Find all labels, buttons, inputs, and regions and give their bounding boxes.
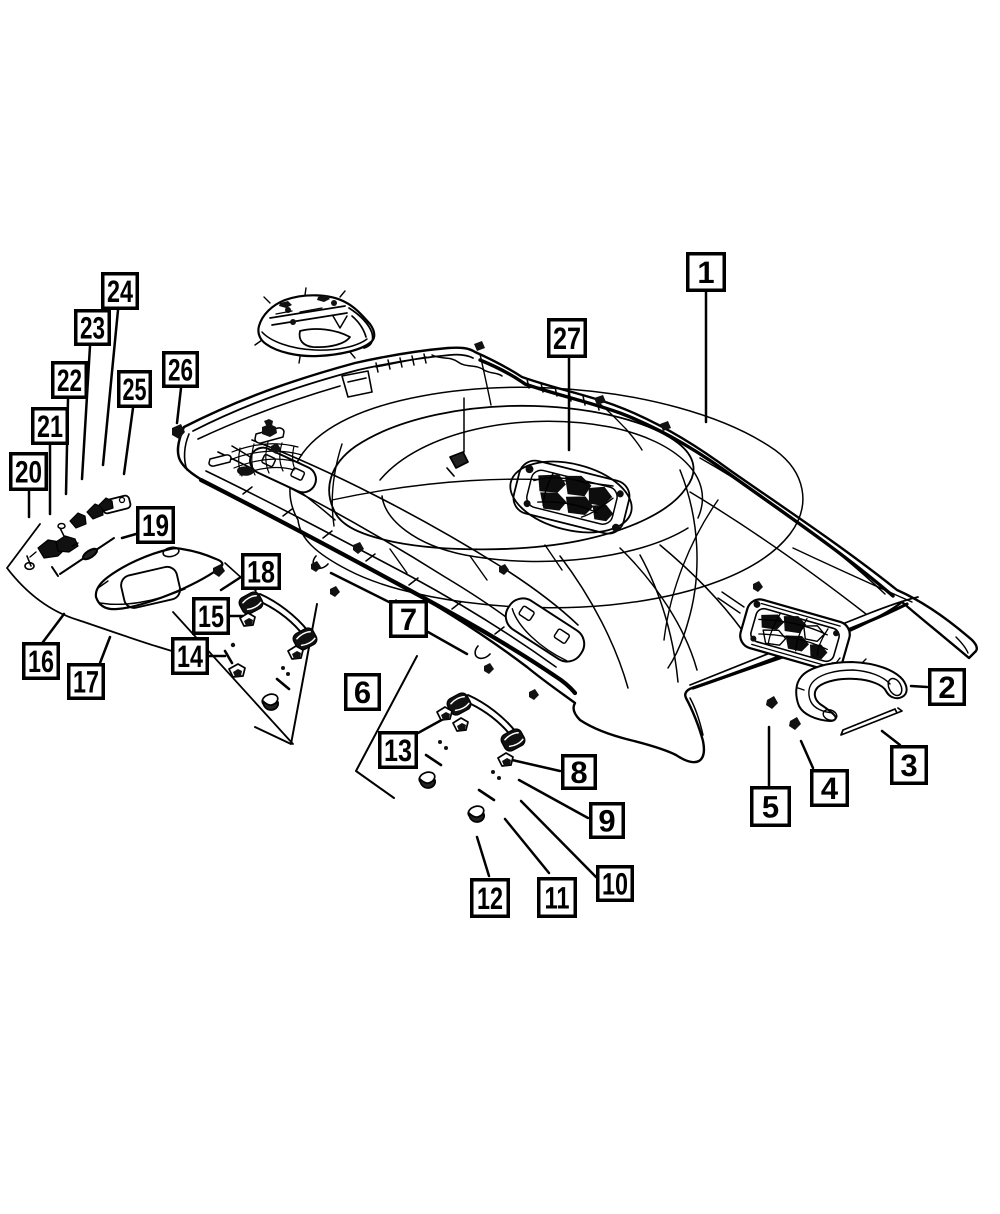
svg-text:11: 11	[545, 881, 570, 916]
svg-text:19: 19	[142, 508, 169, 543]
svg-text:18: 18	[247, 555, 275, 590]
svg-text:23: 23	[80, 311, 105, 346]
svg-text:22: 22	[57, 363, 82, 398]
svg-text:9: 9	[598, 804, 615, 839]
svg-text:27: 27	[553, 321, 581, 356]
svg-text:5: 5	[762, 790, 779, 825]
svg-text:25: 25	[123, 372, 147, 407]
svg-text:7: 7	[400, 602, 417, 637]
svg-text:26: 26	[168, 353, 193, 388]
svg-text:16: 16	[28, 644, 54, 679]
svg-text:4: 4	[821, 771, 839, 806]
svg-text:21: 21	[37, 409, 63, 444]
svg-text:1: 1	[697, 255, 714, 290]
svg-text:24: 24	[107, 274, 134, 309]
svg-text:17: 17	[73, 665, 99, 700]
svg-text:8: 8	[570, 755, 587, 790]
svg-text:6: 6	[354, 675, 371, 710]
svg-text:2: 2	[938, 670, 955, 705]
svg-text:3: 3	[900, 748, 917, 783]
svg-text:15: 15	[198, 599, 224, 634]
svg-text:10: 10	[602, 867, 628, 902]
svg-text:14: 14	[177, 639, 204, 674]
svg-text:12: 12	[477, 881, 503, 916]
svg-text:13: 13	[384, 733, 412, 768]
svg-text:20: 20	[15, 455, 42, 490]
